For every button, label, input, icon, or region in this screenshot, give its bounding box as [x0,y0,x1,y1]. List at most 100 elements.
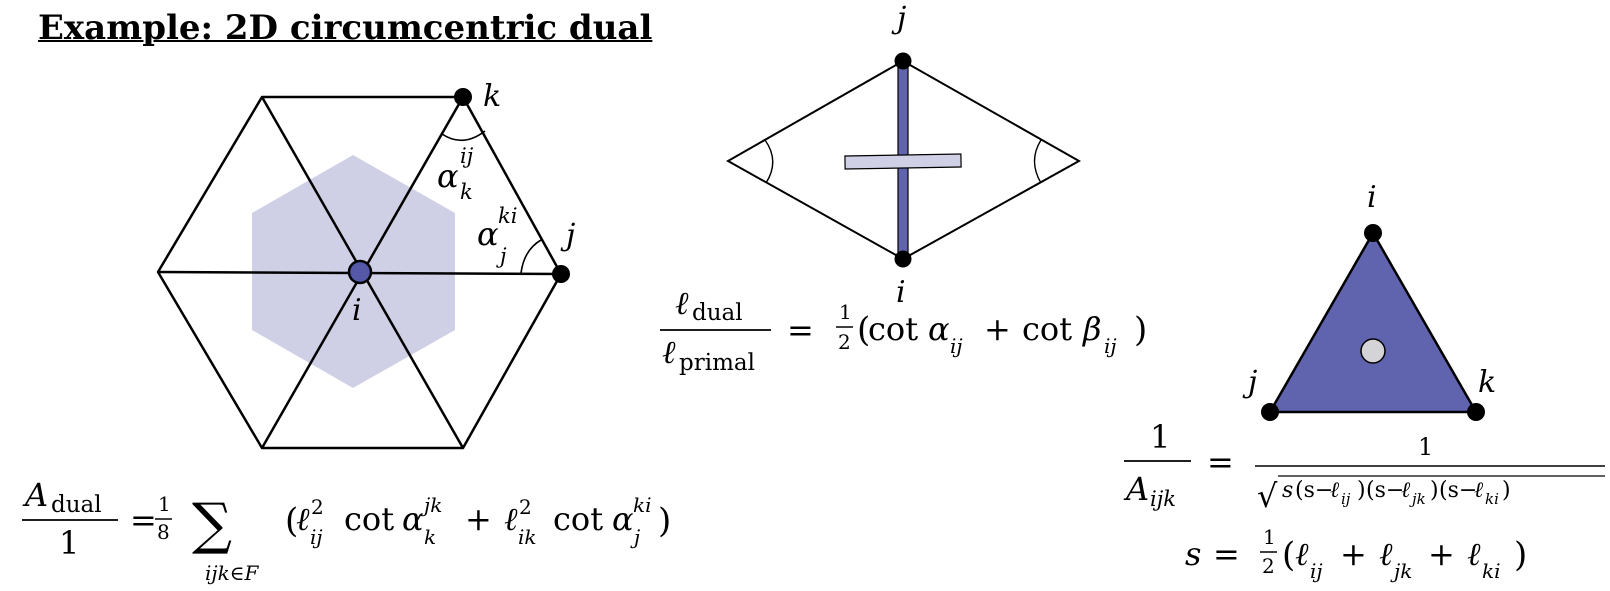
svg-text:ℓ: ℓ [675,284,689,322]
svg-text:ℓ: ℓ [296,500,310,538]
diamond-label-j: j [891,1,906,36]
svg-text:): ) [1357,478,1366,503]
formula-length-ratio: ℓ dual ℓ primal = 1 2 ( cot α ij + cot β… [660,284,1147,376]
svg-text:dual: dual [692,300,743,326]
svg-text:1: 1 [1418,433,1433,461]
svg-text:cot: cot [344,500,394,538]
dual-vertex [1360,338,1386,364]
svg-text:+: + [1340,535,1367,573]
svg-text:2: 2 [311,495,324,519]
svg-text:2: 2 [1262,554,1275,578]
svg-text:ij: ij [460,144,474,168]
svg-text:ik: ik [518,525,537,549]
vertex-j [552,265,570,283]
svg-text:β: β [1082,310,1102,348]
svg-text:ℓ: ℓ [504,500,518,538]
primal-triangle [1268,231,1478,414]
svg-text:ki: ki [633,493,652,517]
angle-arc-beta [1033,139,1042,184]
svg-text:2: 2 [838,330,851,354]
svg-text:ij: ij [950,334,963,358]
svg-text:): ) [1430,478,1439,503]
svg-text:j: j [630,525,640,549]
angle-label-k: α ij k [437,144,474,204]
svg-text:s: s [1282,478,1293,503]
svg-text:ℓ: ℓ [1330,478,1340,503]
svg-text:ijk∈F: ijk∈F [205,561,260,585]
svg-text:ℓ: ℓ [1379,535,1393,573]
svg-text:∑: ∑ [192,492,232,557]
diamond-vertex-j [894,52,912,70]
formula-dual-area: A dual 1 = 1 8 ∑ ijk∈F ( ℓ 2 ij cot α jk… [22,476,671,585]
svg-text:s: s [1185,535,1201,573]
svg-text:(s−: (s− [1439,478,1477,503]
svg-text:ij: ij [1310,559,1323,583]
svg-text:+: + [465,500,492,538]
svg-text:=: = [787,311,814,349]
svg-text:(: ( [1282,535,1295,575]
triangle-vertex-k [1467,403,1485,421]
svg-text:ℓ: ℓ [1401,478,1411,503]
diamond-vertex-i [894,250,912,268]
angle-arc-k [441,130,486,142]
svg-text:α: α [437,157,459,195]
svg-text:k: k [424,525,436,549]
slide-title: Example: 2D circumcentric dual [38,8,653,48]
svg-text:1: 1 [839,300,852,324]
svg-text:ℓ: ℓ [662,333,676,371]
svg-text:ℓ: ℓ [1295,535,1309,573]
svg-text:1: 1 [158,492,171,516]
formula-semiperimeter: s = 1 2 ( ℓ ij + ℓ jk + ℓ ki ) [1185,525,1527,583]
svg-text:ijk: ijk [1150,487,1176,511]
svg-text:jk: jk [1409,490,1426,508]
svg-text:cot: cot [1022,310,1072,348]
angle-label-j: α ki j [477,204,517,268]
triangle-vertex-j [1261,403,1279,421]
diamond-label-i: i [896,275,906,310]
svg-text:+: + [984,310,1011,348]
triangle-vertex-i [1364,224,1382,242]
svg-text:ki: ki [1482,559,1501,583]
diamond-diagram: j i [725,1,1082,310]
svg-text:√: √ [1257,477,1278,515]
svg-text:jk: jk [420,493,442,517]
angle-arc-alpha [764,139,774,184]
svg-text:=: = [1213,535,1240,573]
triangle-label-k: k [1478,365,1496,400]
svg-text:=: = [1207,443,1234,481]
svg-text:=: = [130,501,157,539]
label-j: j [560,218,575,253]
svg-text:): ) [1514,535,1527,575]
svg-text:8: 8 [157,520,170,544]
vertex-i [347,259,373,285]
svg-text:ij: ij [310,525,323,549]
svg-text:+: + [1428,535,1455,573]
svg-text:A: A [22,476,48,514]
svg-text:): ) [658,501,671,541]
diamond-outline [725,59,1082,261]
hexagon-diagram: k j i α ij k α ki j [156,79,575,450]
svg-text:(: ( [857,310,870,350]
svg-text:1: 1 [1150,418,1170,456]
svg-text:α: α [928,310,950,348]
svg-text:ij: ij [1341,490,1351,508]
svg-text:2: 2 [519,495,532,519]
svg-text:(s−: (s− [1366,478,1404,503]
svg-text:): ) [1134,310,1147,350]
svg-text:cot: cot [868,310,918,348]
svg-text:): ) [1502,478,1511,503]
svg-text:ℓ: ℓ [1467,535,1481,573]
triangle-diagram: i j k [1242,180,1496,421]
svg-text:ki: ki [498,204,517,228]
dual-edge-bar [844,153,962,170]
svg-text:dual: dual [51,492,102,518]
triangle-label-j: j [1242,365,1257,400]
label-i: i [352,293,362,328]
angle-arc-j [520,239,542,274]
svg-text:1: 1 [1263,525,1276,549]
svg-text:1: 1 [59,524,79,562]
svg-text:jk: jk [1390,559,1412,583]
svg-text:cot: cot [553,500,603,538]
svg-text:α: α [402,500,424,538]
